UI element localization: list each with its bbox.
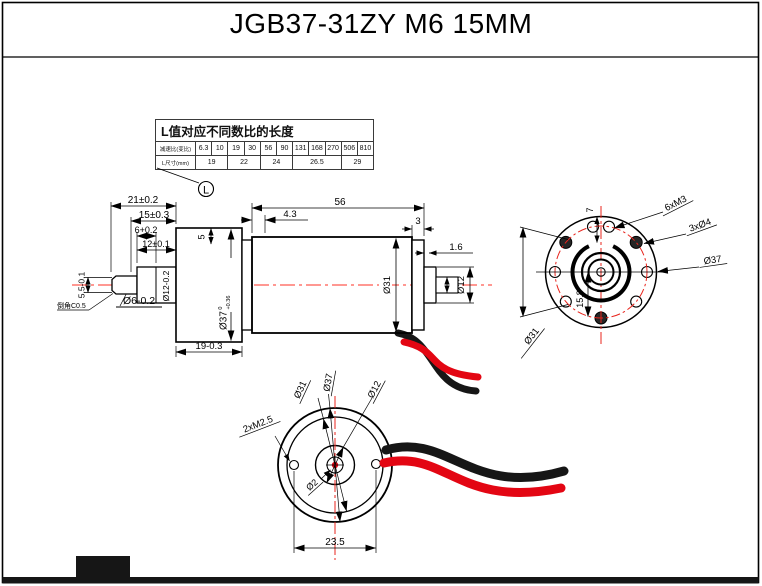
front-shaft-boss	[580, 251, 622, 293]
gear-dia-value: Ø37	[219, 311, 230, 330]
rear-boss-dia-label: Ø12	[366, 379, 386, 404]
dim-step-length: 6+0.2	[135, 225, 158, 235]
rear-red-wire	[379, 456, 566, 497]
dim-boss-dia: Ø12-0.2	[161, 270, 171, 301]
dim-rear-boss-dia: Ø12	[456, 276, 467, 294]
rear-outer-dia-text: Ø37	[322, 373, 336, 393]
dim-boss-length: 12±0.1	[142, 239, 169, 249]
rear-outer-dia-label: Ø37	[322, 370, 337, 397]
rear-boss-dia-text: Ø12	[366, 379, 384, 400]
title-block	[76, 556, 130, 577]
screw-holes-text: 6xM3	[663, 194, 689, 214]
length-value: 29	[340, 155, 375, 170]
dim-body-dia: Ø31	[382, 276, 393, 294]
l-balloon: L	[156, 167, 215, 198]
length-value: 22	[227, 155, 261, 170]
thru-holes-text: 3xØ4	[688, 217, 713, 235]
thru-holes-label: 3xØ4	[686, 217, 718, 237]
mount-hole	[288, 459, 300, 471]
end-cap	[411, 239, 425, 331]
dim-gear-length: 19-0.3	[196, 341, 223, 352]
gear-tol-lower: +0.36	[226, 296, 232, 310]
mount-holes-label: 2xM2.5	[239, 414, 281, 438]
side-red-wire	[400, 338, 482, 381]
l-balloon-circle	[197, 180, 215, 198]
front-outer-dia-text: Ø37	[703, 254, 722, 267]
drawing-title: JGB37-31ZY M6 15MM	[229, 8, 533, 39]
dim-body-length: 56	[334, 197, 346, 208]
front-view: 7 15.8 6xM3 3xØ4 Ø37	[519, 194, 728, 359]
dim-total-length: 21±0.2	[128, 195, 159, 206]
bottom-border-bar	[2, 577, 759, 584]
ratio-row: 减速比(变比) 6.3 10 19 30 56 90 131 168 270 5…	[155, 141, 375, 156]
dim-flat-height: 5.5-0.1	[77, 271, 87, 298]
bolt-circle-text: Ø31	[522, 326, 542, 347]
dim-gear-dia: Ø370+0.36	[218, 296, 232, 330]
dim-hole-offset: 15.8	[575, 290, 585, 308]
rear-shaft-dia-label: Ø2	[304, 477, 324, 496]
chamfer-note: 倒角C0.5	[57, 301, 86, 310]
front-outer-dia-label: Ø37	[699, 254, 728, 268]
rear-boss	[423, 266, 437, 304]
dim-shaft-dia: Ø6-0.2	[123, 295, 155, 307]
length-row-label: L尺寸(mm)	[155, 155, 196, 170]
dim-front-gap: 4.3	[283, 209, 296, 220]
dim-shaft-length: 15±0.3	[139, 210, 170, 221]
bolt-circle-label: Ø31	[520, 326, 545, 359]
output-shaft	[111, 275, 138, 295]
rear-inner-dia-text: Ø31	[292, 379, 310, 400]
dim-flat-len: 5	[197, 234, 207, 239]
gear-tol-upper: 0	[218, 307, 224, 310]
length-row: L尺寸(mm) 19 22 24 26.5 29	[155, 155, 375, 170]
dim-hole-spacing: 23.5	[325, 537, 345, 548]
dim-cap-length: 3	[415, 216, 420, 227]
front-slot	[570, 244, 632, 303]
side-view: 21±0.2 15±0.3 6+0.2 12±0.1 5.5-0.1 倒角C0.…	[57, 195, 492, 395]
ratio-table-title: L值对应不同数比的长度	[154, 119, 375, 142]
ratio-table: L值对应不同数比的长度 减速比(变比) 6.3 10 19 30 56 90 1…	[154, 119, 375, 170]
mount-holes-text: 2xM2.5	[242, 414, 275, 435]
rear-black-wire	[381, 442, 569, 483]
rear-view: Ø31 Ø37 Ø12 2xM2.5 Ø2	[239, 370, 569, 560]
dim-lip: 1.6	[449, 242, 462, 253]
rear-inner-dia-label: Ø31	[292, 379, 312, 404]
adapter-ring	[241, 239, 253, 331]
dim-shaft-flat: 7	[585, 207, 595, 212]
length-value: 24	[259, 155, 294, 170]
l-balloon-label: L	[203, 185, 209, 197]
ratio-table-header-row: L值对应不同数比的长度	[154, 119, 375, 142]
gearbox	[175, 227, 243, 343]
screw-holes-label: 6xM3	[662, 194, 694, 217]
